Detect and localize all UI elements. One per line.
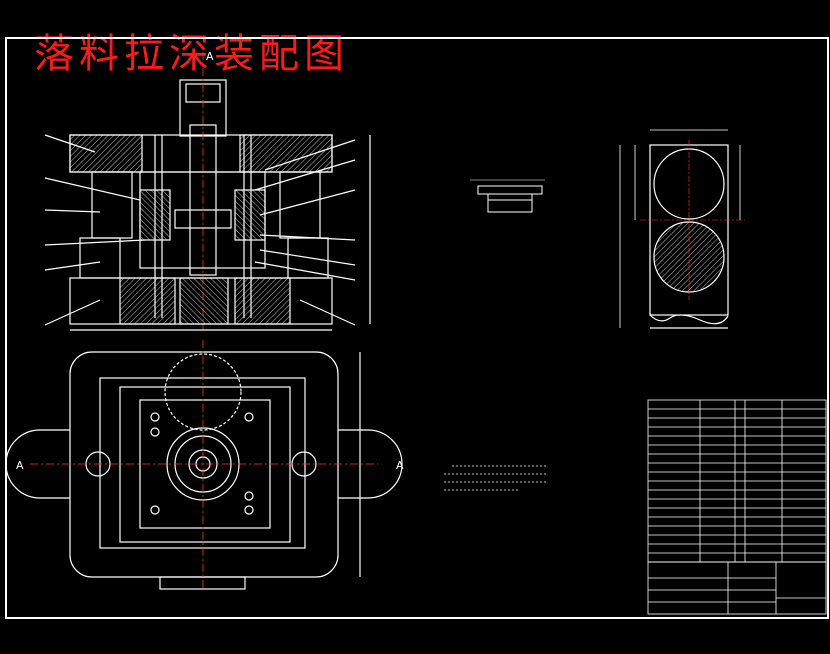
- notes-block: [444, 465, 548, 491]
- strip-layout: [619, 129, 745, 329]
- part-detail: [470, 179, 545, 213]
- drawing-title: 落料拉深装配图: [34, 31, 349, 77]
- title-block: [647, 561, 827, 615]
- section-marker-left: A: [16, 459, 24, 472]
- parts-list-table: [647, 399, 827, 563]
- section-marker-top: A: [206, 50, 214, 63]
- sheet-border: [5, 37, 829, 619]
- top-view: [5, 340, 403, 590]
- front-section-view: [44, 52, 371, 331]
- section-marker-right: A: [396, 459, 404, 472]
